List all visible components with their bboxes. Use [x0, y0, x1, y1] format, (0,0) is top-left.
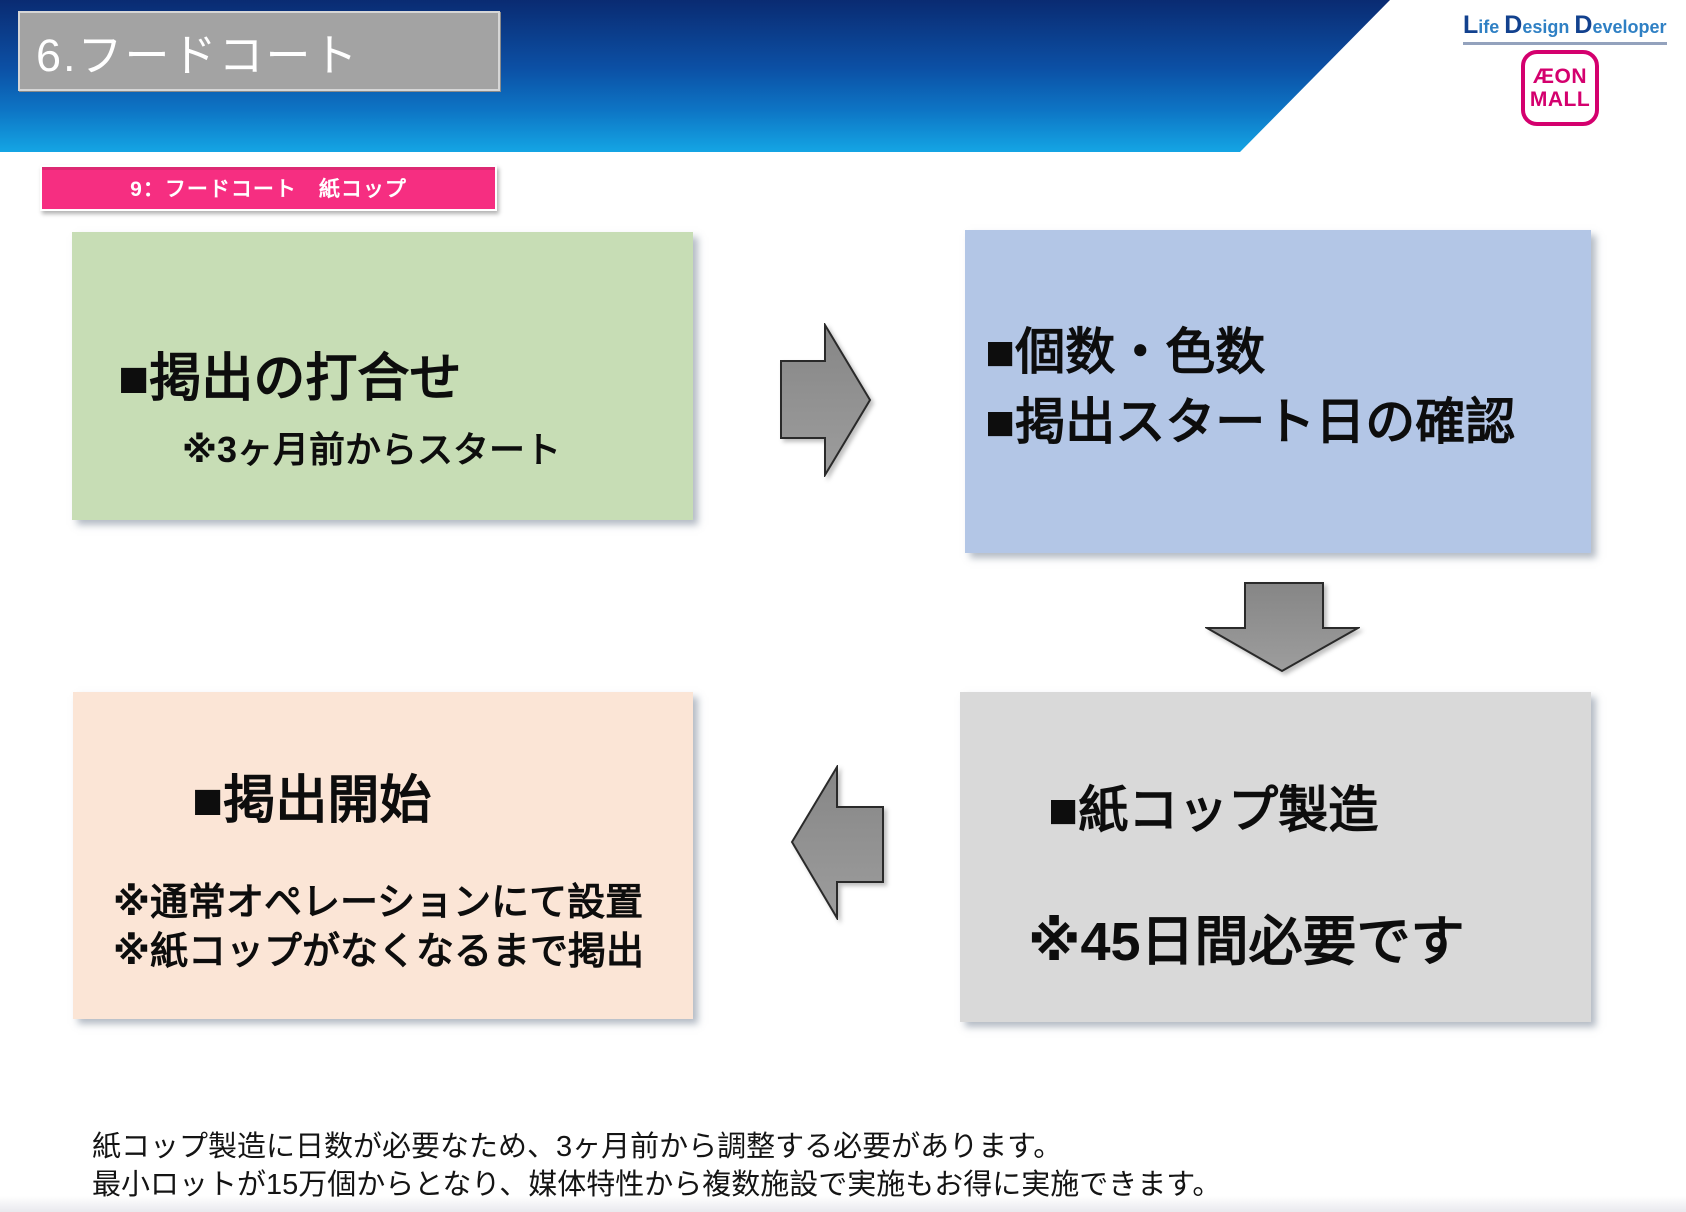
- section-title-box: 6.フードコート: [18, 11, 500, 91]
- step2-line1: ■個数・色数: [985, 324, 1266, 380]
- section-title: 6.フードコート: [36, 29, 360, 81]
- arrow-right-icon: [780, 323, 872, 477]
- footer-note-1: 紙コップ製造に日数が必要なため、3ヶ月前から調整する必要があります。: [92, 1131, 1063, 1163]
- step4-note2: ※紙コップがなくなるまで掲出: [113, 931, 644, 973]
- media-tag-text: 9：フードコート 紙コップ: [130, 178, 407, 201]
- step1-title: ■掲出の打合せ: [118, 350, 462, 408]
- page-bottom-edge: [0, 1196, 1686, 1212]
- flow-step-2-quantity: ■個数・色数 ■掲出スタート日の確認: [965, 230, 1591, 553]
- step4-title: ■掲出開始: [192, 772, 432, 830]
- step4-note1: ※通常オペレーションにて設置: [113, 882, 644, 924]
- flow-step-3-manufacture: ■紙コップ製造 ※45日間必要です: [960, 692, 1591, 1022]
- media-tag-label: 9：フードコート 紙コップ: [40, 165, 497, 211]
- logo-word-design: Design: [1504, 11, 1570, 39]
- logo-word-life: Life: [1463, 11, 1500, 39]
- step3-title: ■紙コップ製造: [1048, 782, 1379, 838]
- aeon-logo-line2: MALL: [1529, 88, 1591, 111]
- aeon-mall-logo: ÆON MALL: [1521, 50, 1599, 126]
- arrow-left-icon: [790, 765, 884, 920]
- footer-note-2: 最小ロットが15万個からとなり、媒体特性から複数施設で実施もお得に実施できます。: [92, 1169, 1222, 1201]
- flow-step-4-start: ■掲出開始 ※通常オペレーションにて設置 ※紙コップがなくなるまで掲出: [73, 692, 693, 1019]
- arrow-down-icon: [1205, 582, 1360, 673]
- step1-note: ※3ヶ月前からスタート: [182, 429, 562, 470]
- step2-line2: ■掲出スタート日の確認: [985, 394, 1516, 450]
- aeon-logo-line1: ÆON: [1533, 65, 1587, 88]
- footer-notes: 紙コップ製造に日数が必要なため、3ヶ月前から調整する必要があります。 最小ロット…: [92, 1128, 1221, 1204]
- flow-step-1-meeting: ■掲出の打合せ ※3ヶ月前からスタート: [72, 232, 693, 520]
- logo-word-developer: Developer: [1574, 11, 1667, 39]
- step3-note: ※45日間必要です: [1028, 912, 1465, 972]
